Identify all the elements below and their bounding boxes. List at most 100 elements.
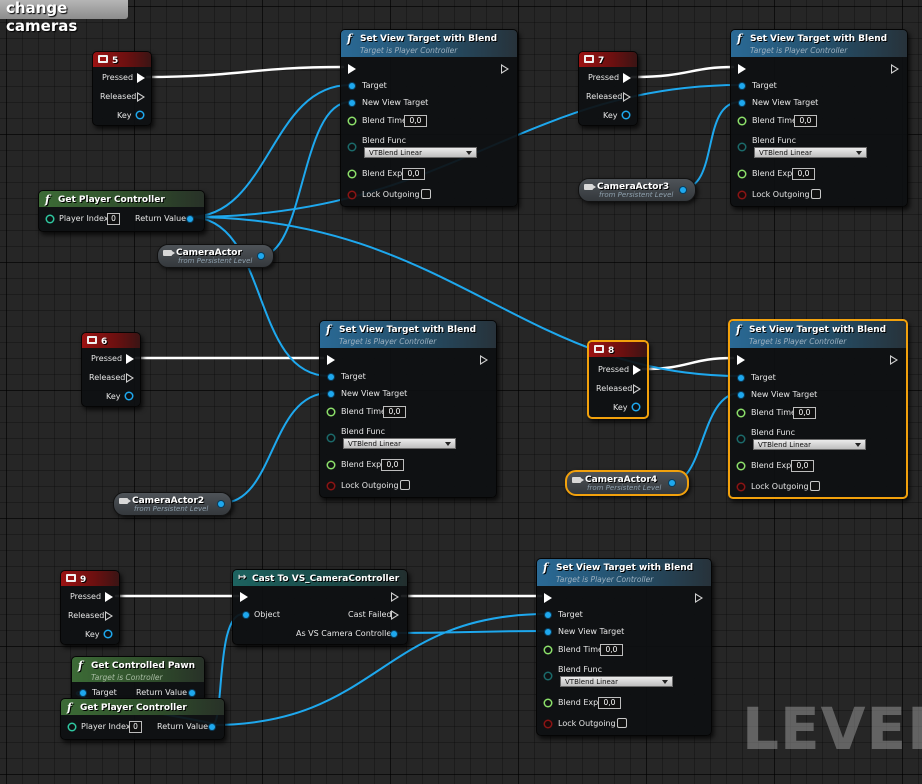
key-event-node-6[interactable]: 6 Pressed Released Key (81, 332, 141, 407)
key-event-node-5[interactable]: 5 Pressed Released Key (92, 51, 152, 126)
key-event-node-7[interactable]: 7 Pressed Released Key (578, 51, 638, 126)
key-event-node-9[interactable]: 9 Pressed Released Key (60, 570, 120, 645)
exec-out-pin[interactable] (480, 355, 488, 365)
blend-func-dropdown[interactable]: VTBlend Linear (560, 676, 673, 687)
blend-time-input[interactable]: 0,0 (793, 407, 816, 419)
blend-exp-input[interactable]: 0,0 (792, 168, 815, 180)
target-pin[interactable] (328, 374, 334, 380)
new-view-target-pin[interactable] (545, 629, 551, 635)
blend-time-pin[interactable] (738, 410, 744, 416)
target-pin[interactable] (545, 612, 551, 618)
lock-outgoing-checkbox[interactable] (421, 189, 431, 199)
new-view-target-pin[interactable] (349, 100, 355, 106)
lock-outgoing-pin[interactable] (738, 484, 744, 490)
blend-func-dropdown[interactable]: VTBlend Linear (364, 147, 477, 158)
player-index-pin[interactable] (69, 724, 75, 730)
new-view-target-pin[interactable] (738, 392, 744, 398)
blend-exp-input[interactable]: 0,0 (791, 460, 814, 472)
key-output-pin[interactable] (137, 112, 143, 118)
get-player-controller-node-1[interactable]: f Get Player Controller Player Index 0 R… (38, 190, 205, 232)
set-view-target-node-3[interactable]: f Set View Target with Blend Target is P… (730, 29, 908, 207)
new-view-target-pin[interactable] (328, 391, 334, 397)
camera-actor-4-reference[interactable]: CameraActor4 from Persistent Level (565, 470, 689, 496)
camera-actor-reference[interactable]: CameraActor from Persistent Level (157, 244, 274, 268)
lock-outgoing-checkbox[interactable] (617, 718, 627, 728)
blend-func-pin[interactable] (739, 144, 745, 150)
actor-output-pin[interactable] (680, 187, 686, 193)
player-index-input[interactable]: 0 (129, 721, 142, 733)
comment-title[interactable]: change cameras (6, 0, 78, 35)
blend-func-dropdown[interactable]: VTBlend Linear (754, 147, 867, 158)
blend-exp-pin[interactable] (739, 171, 745, 177)
blend-func-pin[interactable] (545, 673, 551, 679)
blend-exp-pin[interactable] (328, 462, 334, 468)
actor-output-pin[interactable] (258, 253, 264, 259)
exec-out-pin[interactable] (391, 592, 399, 602)
blend-time-pin[interactable] (545, 647, 551, 653)
get-controlled-pawn-node[interactable]: f Get Controlled Pawn Target is Controll… (71, 656, 205, 702)
blend-time-input[interactable]: 0,0 (404, 115, 427, 127)
exec-out-pressed-pin[interactable] (105, 592, 113, 602)
exec-in-pin[interactable] (348, 64, 356, 74)
blend-exp-input[interactable]: 0,0 (402, 168, 425, 180)
lock-outgoing-checkbox[interactable] (810, 481, 820, 491)
key-output-pin[interactable] (623, 112, 629, 118)
cast-to-camera-controller-node[interactable]: ↦ Cast To VS_CameraController Object Cas… (232, 569, 408, 645)
blend-exp-pin[interactable] (349, 171, 355, 177)
key-output-pin[interactable] (105, 631, 111, 637)
player-index-pin[interactable] (47, 216, 53, 222)
lock-outgoing-pin[interactable] (739, 192, 745, 198)
exec-out-pin[interactable] (501, 64, 509, 74)
lock-outgoing-pin[interactable] (545, 721, 551, 727)
target-pin[interactable] (80, 690, 86, 696)
exec-in-pin[interactable] (737, 355, 745, 365)
blend-time-pin[interactable] (349, 118, 355, 124)
set-view-target-node-1[interactable]: f Set View Target with Blend Target is P… (340, 29, 518, 207)
blend-func-dropdown[interactable]: VTBlend Linear (343, 438, 456, 449)
actor-output-pin[interactable] (669, 480, 675, 486)
blend-func-dropdown[interactable]: VTBlend Linear (753, 439, 866, 450)
return-value-pin[interactable] (189, 690, 195, 696)
lock-outgoing-checkbox[interactable] (811, 189, 821, 199)
exec-out-pressed-pin[interactable] (633, 365, 641, 375)
exec-out-pressed-pin[interactable] (126, 354, 134, 364)
camera-actor-2-reference[interactable]: CameraActor2 from Persistent Level (113, 492, 232, 516)
return-value-pin[interactable] (187, 216, 193, 222)
blend-exp-pin[interactable] (738, 463, 744, 469)
exec-out-released-pin[interactable] (623, 92, 631, 102)
exec-in-pin[interactable] (240, 592, 248, 602)
exec-in-pin[interactable] (327, 355, 335, 365)
actor-output-pin[interactable] (218, 501, 224, 507)
lock-outgoing-pin[interactable] (328, 483, 334, 489)
key-output-pin[interactable] (633, 404, 639, 410)
target-pin[interactable] (738, 375, 744, 381)
new-view-target-pin[interactable] (739, 100, 745, 106)
exec-out-released-pin[interactable] (126, 373, 134, 383)
set-view-target-node-5[interactable]: f Set View Target with Blend Target is P… (536, 558, 712, 736)
blend-exp-pin[interactable] (545, 700, 551, 706)
get-player-controller-node-2[interactable]: f Get Player Controller Player Index 0 R… (60, 698, 225, 740)
exec-out-pin[interactable] (891, 64, 899, 74)
return-value-pin[interactable] (209, 724, 215, 730)
exec-out-released-pin[interactable] (137, 92, 145, 102)
key-event-node-8[interactable]: 8 Pressed Released Key (587, 340, 649, 419)
exec-out-released-pin[interactable] (105, 611, 113, 621)
blend-time-input[interactable]: 0,0 (383, 406, 406, 418)
set-view-target-node-2[interactable]: f Set View Target with Blend Target is P… (319, 320, 497, 498)
blend-time-pin[interactable] (328, 409, 334, 415)
target-pin[interactable] (349, 83, 355, 89)
object-pin[interactable] (243, 612, 249, 618)
blend-exp-input[interactable]: 0,0 (381, 459, 404, 471)
exec-out-pressed-pin[interactable] (137, 73, 145, 83)
blend-func-pin[interactable] (328, 435, 334, 441)
blend-exp-input[interactable]: 0,0 (598, 697, 621, 709)
target-pin[interactable] (739, 83, 745, 89)
exec-in-pin[interactable] (544, 593, 552, 603)
exec-out-pin[interactable] (695, 593, 703, 603)
key-output-pin[interactable] (126, 393, 132, 399)
blend-time-input[interactable]: 0,0 (600, 644, 623, 656)
exec-out-pressed-pin[interactable] (623, 73, 631, 83)
as-camera-controller-pin[interactable] (391, 631, 397, 637)
exec-out-pin[interactable] (890, 355, 898, 365)
blend-func-pin[interactable] (738, 436, 744, 442)
